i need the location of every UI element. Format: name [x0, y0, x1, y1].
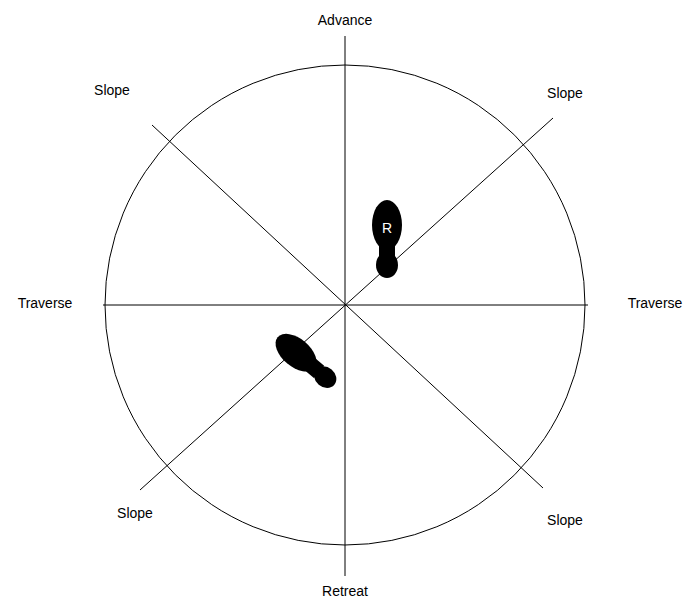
right-foot: R: [371, 200, 403, 278]
direction-label: Traverse: [18, 295, 73, 311]
direction-label: Slope: [117, 505, 153, 521]
foot-letter: R: [371, 200, 403, 236]
direction-label: Slope: [94, 82, 130, 98]
direction-label: Retreat: [322, 583, 368, 599]
left-foot: [269, 326, 344, 395]
slope-axis: [140, 118, 553, 490]
direction-label: Slope: [547, 85, 583, 101]
direction-label: Advance: [318, 12, 372, 28]
foot-shape: [371, 200, 403, 278]
direction-label: Traverse: [628, 295, 683, 311]
direction-label: Slope: [547, 512, 583, 528]
